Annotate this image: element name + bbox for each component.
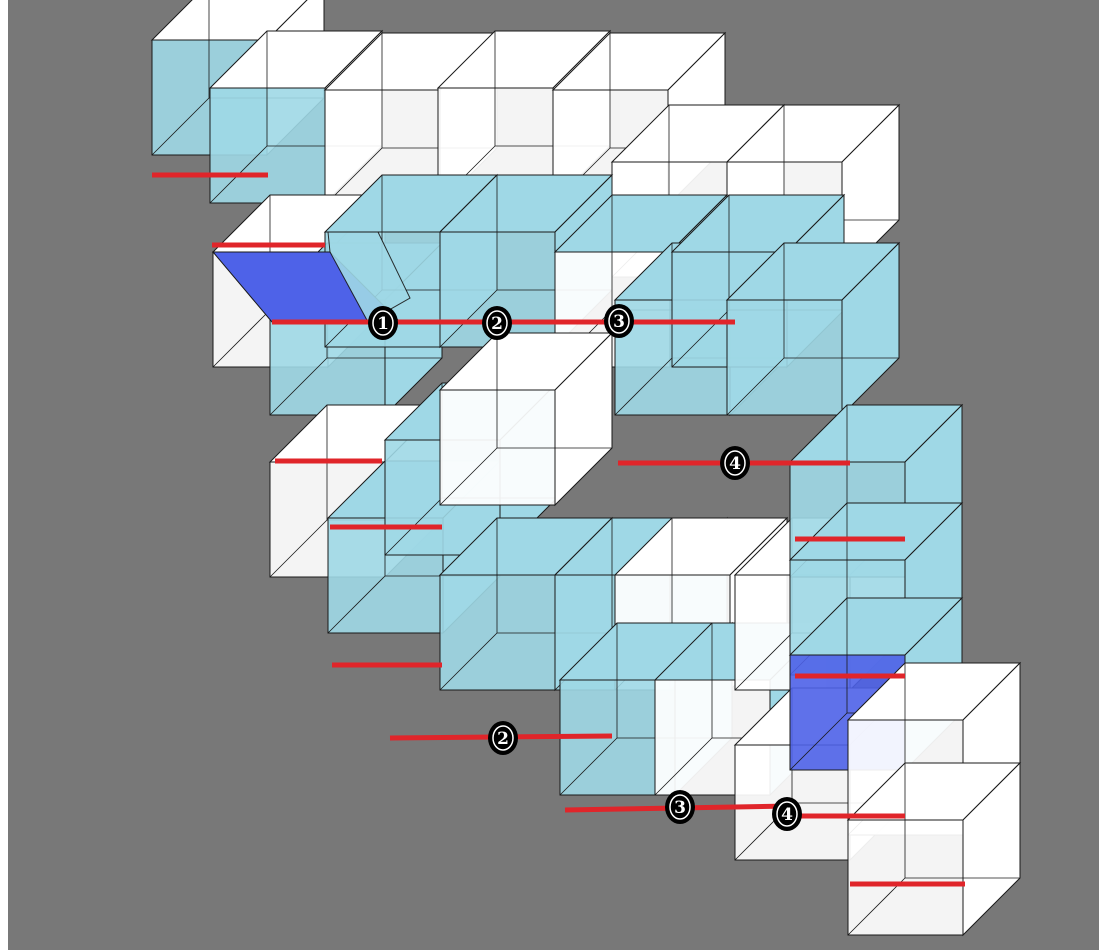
marker-label: 3 [613,312,625,332]
marker-label: 2 [491,314,503,334]
marker-label: 3 [674,798,686,818]
marker-label: 4 [729,454,741,474]
marker-bottom-3: 3 [665,790,695,824]
marker-label: 2 [497,729,509,749]
marker-top-1: 1 [368,306,398,340]
marker-top-3: 3 [604,304,634,338]
marker-bottom-4: 4 [772,797,802,831]
marker-top-2: 2 [482,306,512,340]
marker-bottom-2: 2 [488,721,518,755]
marker-label: 1 [377,314,389,334]
marker-top-4: 4 [720,446,750,480]
marker-label: 4 [781,805,793,825]
